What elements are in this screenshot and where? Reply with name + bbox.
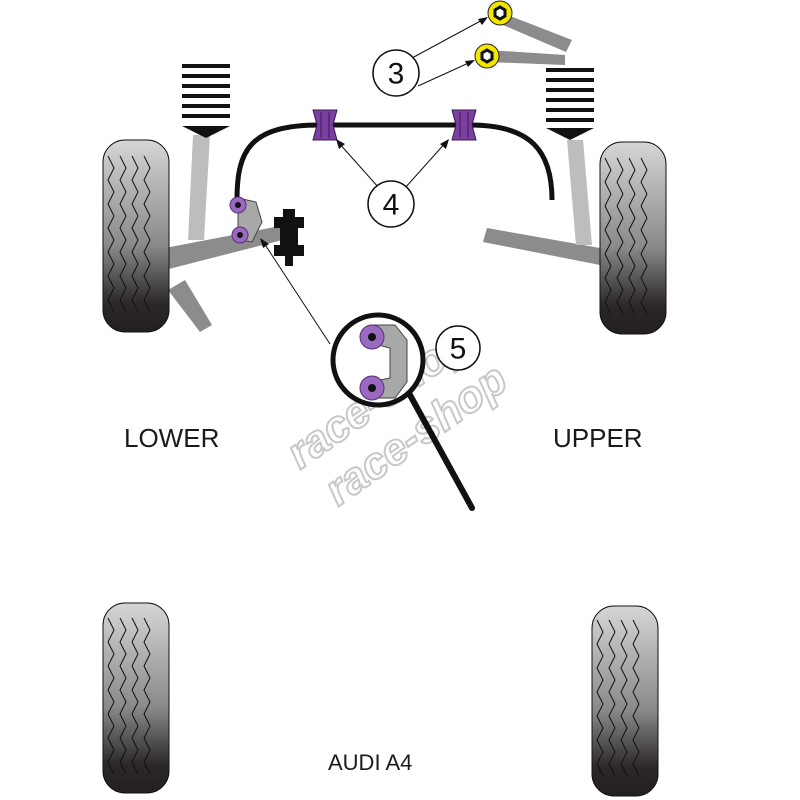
left-strut bbox=[188, 135, 210, 240]
right-spring bbox=[544, 68, 596, 140]
label-upper: UPPER bbox=[553, 423, 643, 453]
callout-3-label: 3 bbox=[388, 58, 405, 91]
left-front-assembly bbox=[102, 64, 290, 333]
roll-bar-bush-left bbox=[312, 109, 338, 141]
drop-link bbox=[229, 196, 263, 244]
callout-3: 3 bbox=[372, 17, 488, 97]
left-front-tyre bbox=[102, 139, 170, 333]
label-lower: LOWER bbox=[124, 423, 219, 453]
right-front-assembly bbox=[474, 0, 667, 335]
callout-5: 5 bbox=[260, 238, 481, 511]
callout-4-label: 4 bbox=[383, 189, 400, 222]
callout-4: 4 bbox=[336, 139, 449, 228]
roll-bar-bush-right bbox=[451, 109, 477, 141]
right-rear-tyre bbox=[591, 605, 659, 797]
right-front-tyre bbox=[599, 141, 667, 335]
yellow-bush-lower bbox=[474, 43, 500, 69]
label-car-model: AUDI A4 bbox=[328, 750, 412, 775]
left-spring bbox=[180, 64, 232, 138]
left-lower-strut-arm bbox=[168, 280, 212, 332]
left-rear-tyre bbox=[102, 602, 170, 794]
upper-arm-front bbox=[496, 12, 572, 52]
subframe-mount bbox=[274, 209, 304, 266]
callout-5-label: 5 bbox=[450, 333, 467, 366]
right-lower-control-arm bbox=[483, 228, 600, 265]
yellow-bush-upper bbox=[487, 0, 513, 26]
left-lower-control-arm bbox=[165, 225, 290, 270]
magnifier-handle bbox=[407, 392, 475, 511]
upper-arm-rear bbox=[488, 50, 565, 65]
right-strut bbox=[567, 140, 592, 245]
